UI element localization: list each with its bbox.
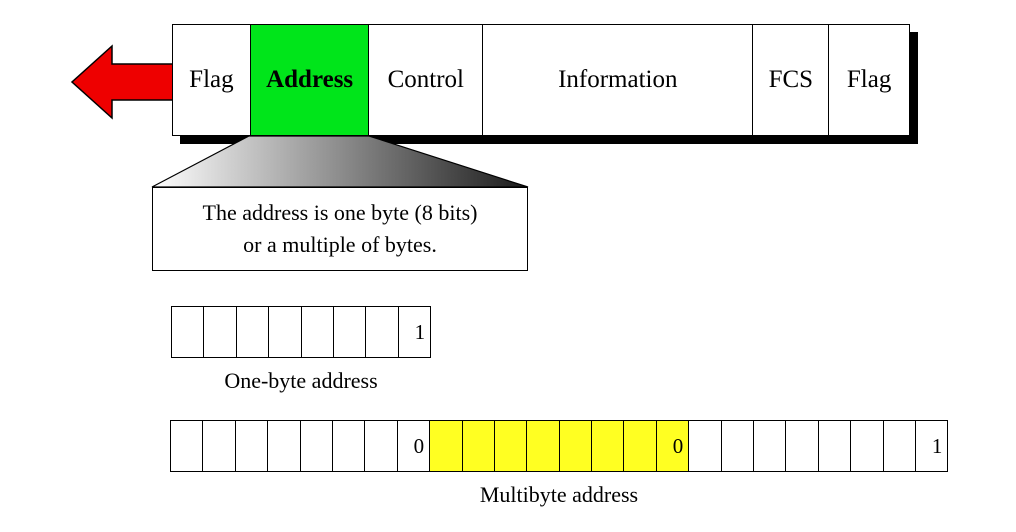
multibyte-bit-16 [689, 421, 722, 471]
one-byte-address-bits: 1 [171, 306, 432, 358]
frame-field-flag-end: Flag [829, 25, 909, 135]
one-byte-bit-4 [301, 307, 334, 357]
multibyte-bit-20 [818, 421, 852, 471]
multibyte-bit-13 [592, 421, 625, 471]
multibyte-bit-23: 1 [915, 421, 949, 471]
multibyte-bit-15: 0 [656, 421, 690, 471]
multibyte-bit-22 [883, 421, 916, 471]
multibyte-bit-14 [624, 421, 657, 471]
multibyte-caption: Multibyte address [479, 482, 639, 507]
multibyte-bit-8 [430, 421, 463, 471]
frame-field-address: Address [250, 25, 370, 135]
one-byte-caption: One-byte address [224, 368, 378, 393]
frame-field-flag: Flag [173, 25, 251, 135]
callout-text-line1: The address is one byte (8 bits) [202, 200, 478, 225]
frame-field-control: Control [369, 25, 484, 135]
one-byte-bit-5 [333, 307, 367, 357]
multibyte-bit-18 [754, 421, 787, 471]
one-byte-bit-1 [204, 307, 237, 357]
multibyte-bit-2 [235, 421, 269, 471]
multibyte-bit-7: 0 [397, 421, 431, 471]
multibyte-bit-17 [721, 421, 755, 471]
multibyte-bit-19 [786, 421, 819, 471]
multibyte-bit-11 [527, 421, 560, 471]
multibyte-bit-12 [559, 421, 593, 471]
multibyte-bit-21 [851, 421, 884, 471]
direction-arrow-icon [70, 44, 174, 120]
frame-field-fcs: FCS [753, 25, 830, 135]
frame-field-information: Information [483, 25, 754, 135]
callout-box: The address is one byte (8 bits) or a mu… [152, 187, 528, 271]
multibyte-bit-10 [494, 421, 528, 471]
one-byte-bit-6 [366, 307, 399, 357]
callout-text-line2: or a multiple of bytes. [243, 232, 437, 257]
multibyte-address-bits: 0 0 1 [170, 420, 949, 472]
multibyte-bit-6 [365, 421, 398, 471]
one-byte-bit-3 [269, 307, 302, 357]
multibyte-bit-9 [462, 421, 495, 471]
one-byte-bit-7: 1 [398, 307, 432, 357]
one-byte-bit-2 [236, 307, 270, 357]
one-byte-bit-0 [172, 307, 205, 357]
multibyte-bit-0 [171, 421, 204, 471]
multibyte-bit-1 [203, 421, 236, 471]
multibyte-bit-3 [268, 421, 301, 471]
multibyte-bit-5 [332, 421, 366, 471]
multibyte-bit-4 [300, 421, 333, 471]
